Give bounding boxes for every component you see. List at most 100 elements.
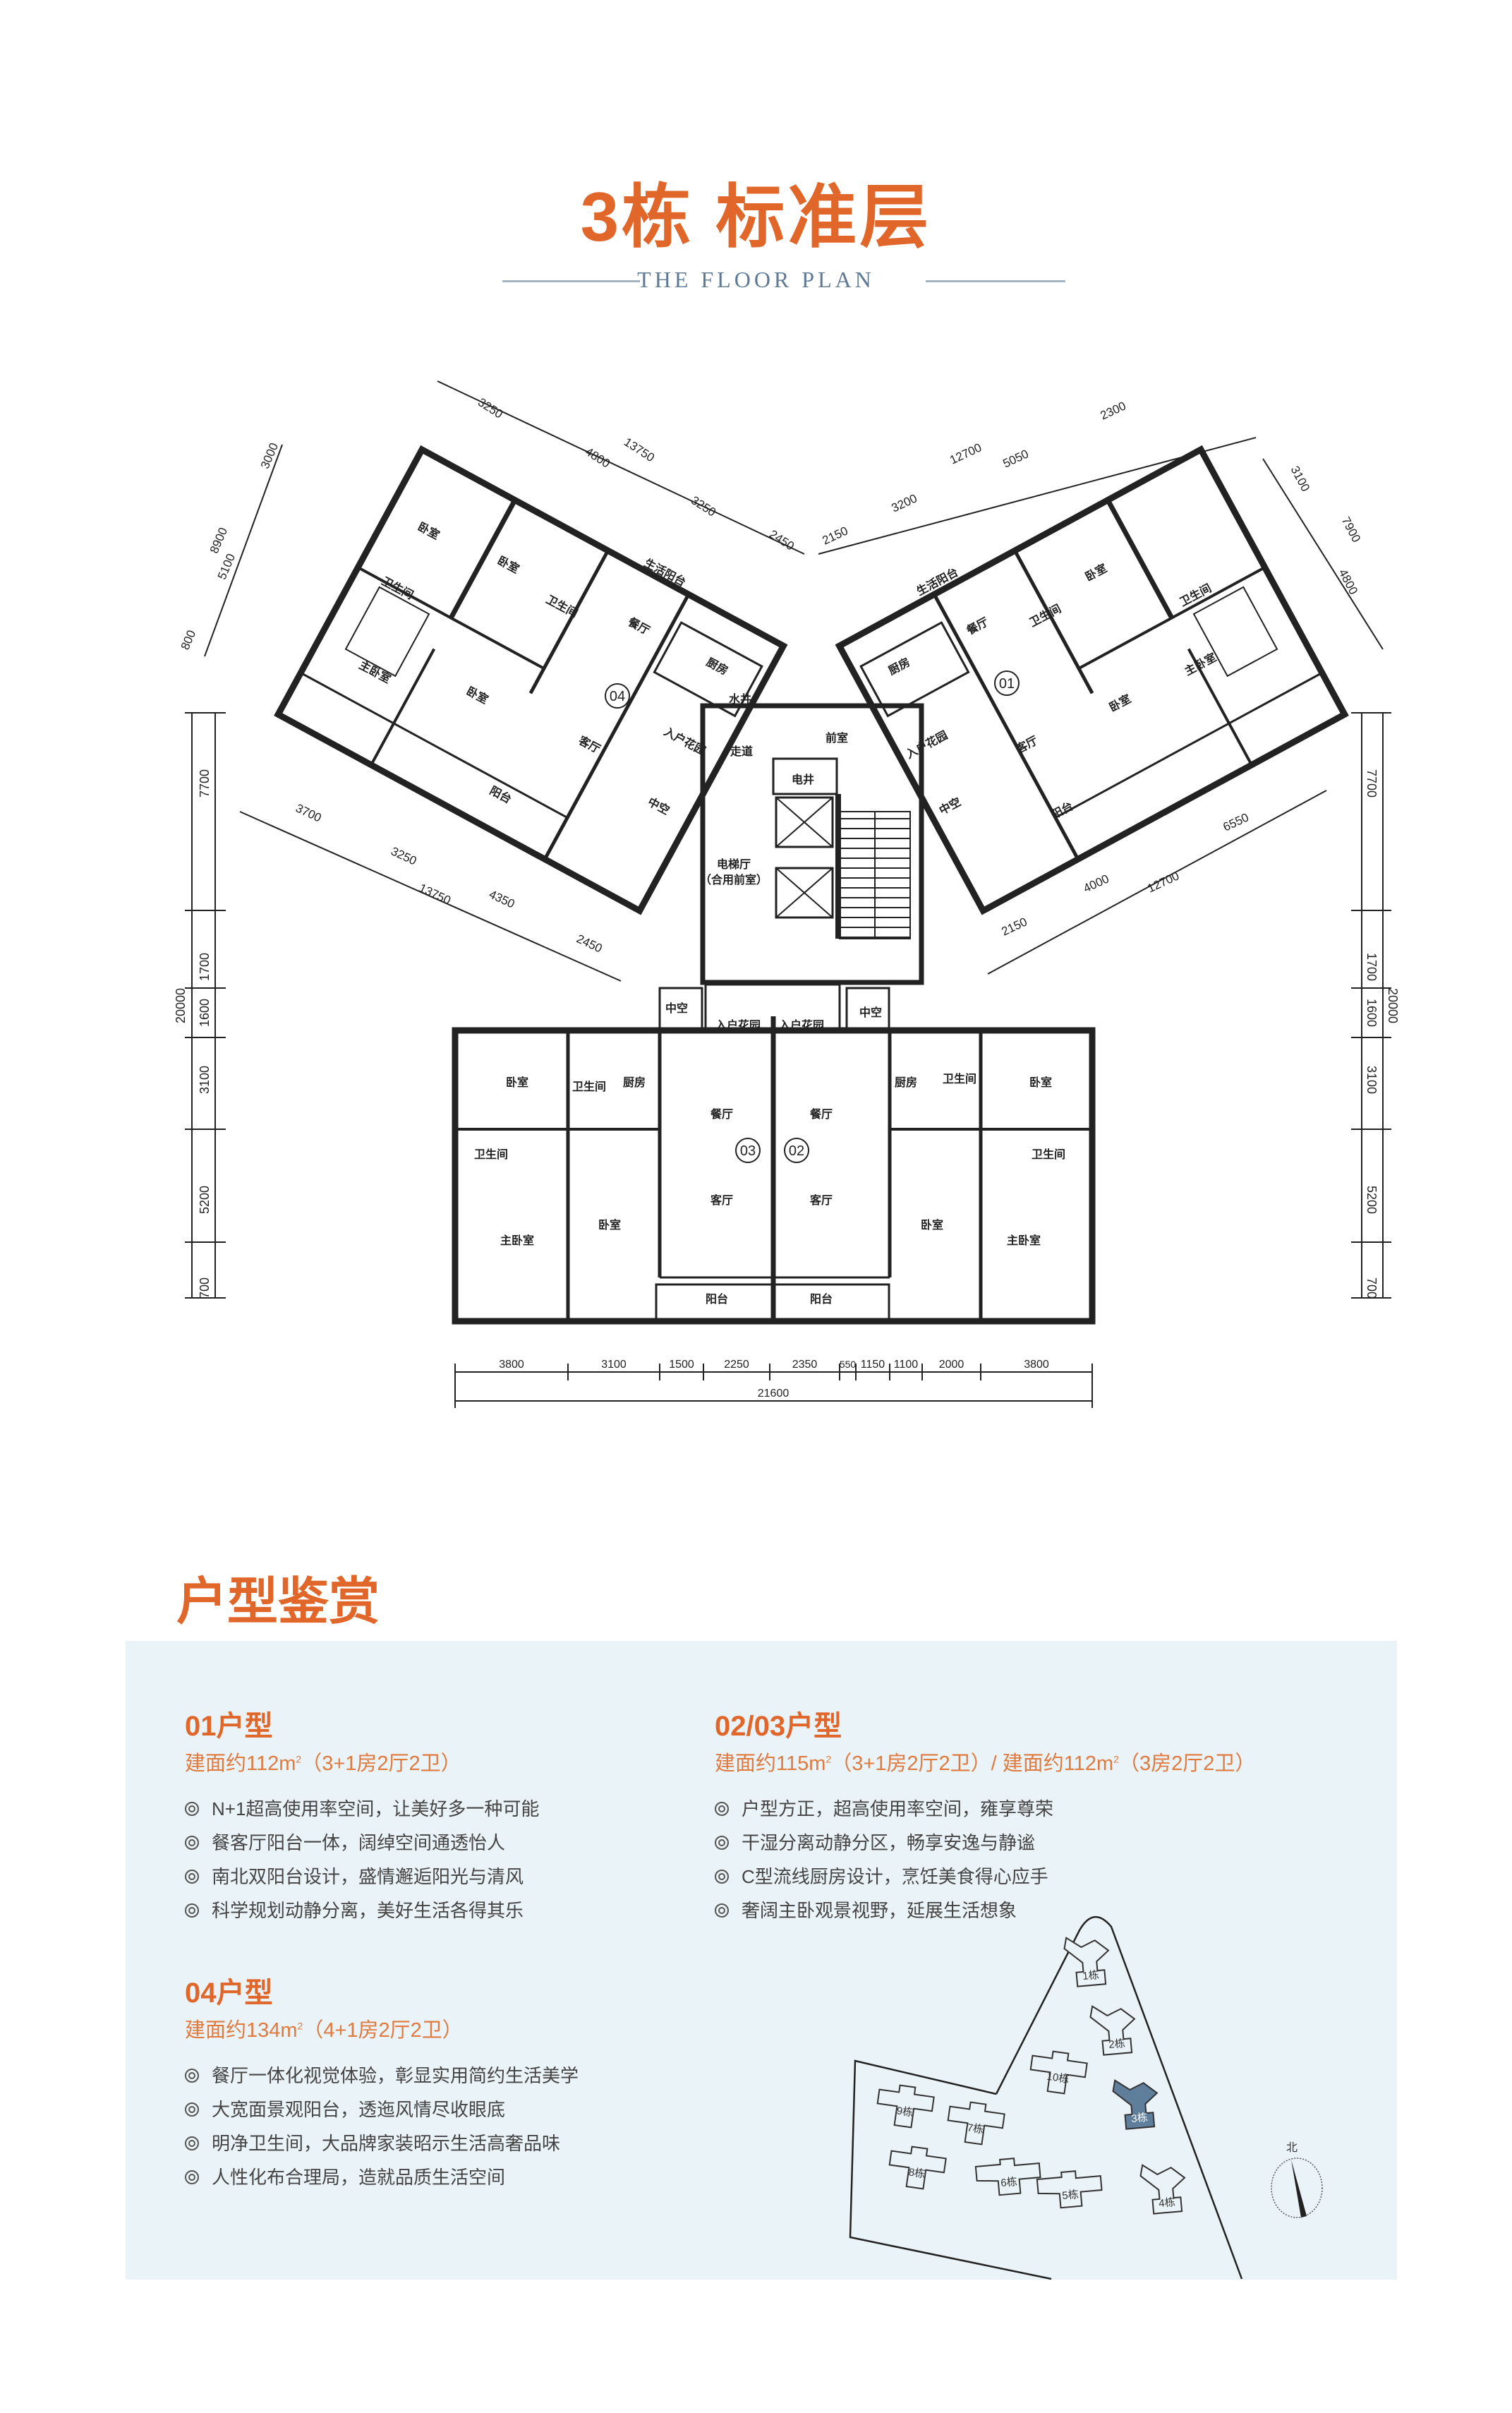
unit-name: 02/03户型 [715,1711,842,1742]
dim-label-bottom: 3800 [1024,1359,1049,1371]
unit-01-card: 01户型 建面约112m2（3+1房2厅2卫） N+1超高使用率空间，让美好多一… [185,1703,539,1927]
dim-label-diagonal: 6550 [1221,810,1251,834]
unit-marker-label: 03 [740,1143,756,1159]
room-label: 卫生间 [572,1080,606,1093]
bullet-icon [185,1802,199,1816]
wing-unit-01 [835,445,1349,915]
dim-label-bottom-total: 21600 [758,1388,790,1400]
dim-label-bottom: 1150 [861,1359,885,1371]
floor-plan-walls [274,445,1349,1325]
dim-label-bottom: 2000 [939,1359,964,1371]
room-label: 厨房 [704,655,730,678]
room-label: 阳台 [706,1292,728,1306]
unit-marker-circle [605,683,630,709]
unit-02-03-card: 02/03户型 建面约115m2（3+1房2厅2卫）/ 建面约112m2（3房2… [715,1703,1255,1927]
room-label: 中空 [859,1006,882,1019]
dim-label-diagonal: 5050 [1001,447,1031,470]
dim-label-left: 7700 [198,769,212,798]
subtitle-rule-right [926,280,1065,282]
feature-item: 科学规划动静分离，美好生活各得其乐 [185,1894,539,1927]
room-label: 卧室 [921,1218,943,1232]
room-label: 主卧室 [1007,1234,1041,1247]
dim-label-diagonal: 12700 [1145,869,1181,895]
feature-item: C型流线厨房设计，烹饪美食得心应手 [715,1860,1255,1894]
unit-name: 01户型 [185,1711,273,1742]
bullet-icon [185,2170,199,2184]
dim-label-left: 1700 [198,953,212,981]
room-label: 餐厅 [809,1107,833,1121]
dim-label-right: 20000 [1386,988,1400,1023]
dim-label-diagonal: 12700 [948,440,984,467]
unit-marker-label: 04 [610,689,625,704]
wing-units-02-03 [452,983,1096,1325]
room-label: 电梯厅 [717,858,751,871]
section-title: 户型鉴赏 [176,1574,380,1630]
room-label: 厨房 [895,1076,917,1089]
unit-markers: 04 01 03 02 [605,670,1020,1163]
dim-label-bottom: 550 [840,1359,857,1370]
feature-item: 户型方正，超高使用率空间，雍享尊荣 [715,1792,1255,1826]
room-label: 餐厅 [625,615,652,637]
dim-label-diagonal: 3200 [890,491,919,515]
room-label: 中空 [646,795,672,817]
dim-label-diagonal: 3250 [689,493,718,519]
feature-item: 南北双阳台设计，盛情邂逅阳光与清风 [185,1860,539,1894]
feature-item: 干湿分离动静分区，畅享安逸与静谧 [715,1826,1255,1860]
unit-marker-label: 01 [999,676,1015,692]
subtitle-rule-left [502,280,640,282]
unit-spec: 建面约112m2（3+1房2厅2卫） [185,1752,461,1775]
room-label: 卫生间 [544,592,580,620]
dim-label-diagonal: 3100 [1288,464,1313,493]
dim-label-diagonal: 3250 [389,844,418,867]
dim-label-right: 3100 [1365,1066,1379,1094]
dim-label-left: 20000 [174,988,188,1023]
room-label: 走道 [730,745,753,758]
unit-descriptions-panel: 01户型 建面约112m2（3+1房2厅2卫） N+1超高使用率空间，让美好多一… [126,1641,1397,2280]
dim-label-bottom: 2250 [724,1359,749,1371]
dim-label-diagonal: 2450 [574,932,604,955]
room-label: 中空 [665,1001,688,1015]
dim-label-bottom: 2350 [792,1359,818,1371]
room-label: 主卧室 [500,1234,534,1247]
bullet-icon [185,1903,199,1918]
unit-marker-circle [735,1138,761,1163]
feature-item: 餐厅一体化视觉体验，彰显实用简约生活美学 [185,2059,579,2093]
bullet-icon [185,2136,199,2150]
feature-item: N+1超高使用率空间，让美好多一种可能 [185,1792,539,1826]
dim-label-diagonal: 3250 [476,395,505,421]
room-label: 阳台 [810,1292,833,1306]
feature-list: 户型方正，超高使用率空间，雍享尊荣 干湿分离动静分区，畅享安逸与静谧 C型流线厨… [715,1792,1255,1927]
dim-label-bottom: 1100 [894,1359,919,1371]
unit-spec: 建面约134m2（4+1房2厅2卫） [185,2019,463,2042]
dim-label-diagonal: 13750 [622,435,657,465]
dim-label-diagonal: 2300 [1099,399,1128,422]
page-title: 3栋 标准层 [580,178,932,255]
unit-04-card: 04户型 建面约134m2（4+1房2厅2卫） 餐厅一体化视觉体验，彰显实用简约… [185,1970,579,2194]
core [700,703,924,985]
dim-label-diagonal: 4000 [1082,872,1111,895]
room-label: 卫生间 [1032,1148,1065,1161]
room-label: 卧室 [1029,1076,1052,1089]
dim-label-diagonal: 7900 [1339,515,1364,544]
dim-label-right: 700 [1365,1277,1379,1299]
dim-label-diagonal: 4350 [487,887,516,910]
dim-label-right: 5200 [1365,1186,1379,1214]
room-label: 卫生间 [943,1072,976,1085]
unit-marker-label: 02 [789,1143,804,1159]
feature-item: 大宽面景观阳台，透迤风情尽收眼底 [185,2093,579,2126]
feature-item: 人性化布合理局，造就品质生活空间 [185,2160,579,2194]
dim-label-bottom: 3100 [601,1359,627,1371]
unit-marker-circle [784,1138,809,1163]
room-label: 卧室 [464,684,490,706]
room-label: 客厅 [576,733,603,756]
room-label: 厨房 [623,1076,646,1089]
room-label: 卧室 [1107,692,1133,714]
feature-list: N+1超高使用率空间，让美好多一种可能 餐客厅阳台一体，阔绰空间通透怡人 南北双… [185,1792,539,1927]
bullet-icon [715,1802,729,1816]
dim-label-diagonal: 2150 [821,524,850,547]
room-label: 卧室 [1083,561,1109,584]
room-label: 卧室 [416,519,442,542]
page-subtitle: THE FLOOR PLAN [637,267,875,292]
feature-item: 明净卫生间，大品牌家装昭示生活高奢品味 [185,2126,579,2160]
room-label: 卧室 [495,553,521,576]
